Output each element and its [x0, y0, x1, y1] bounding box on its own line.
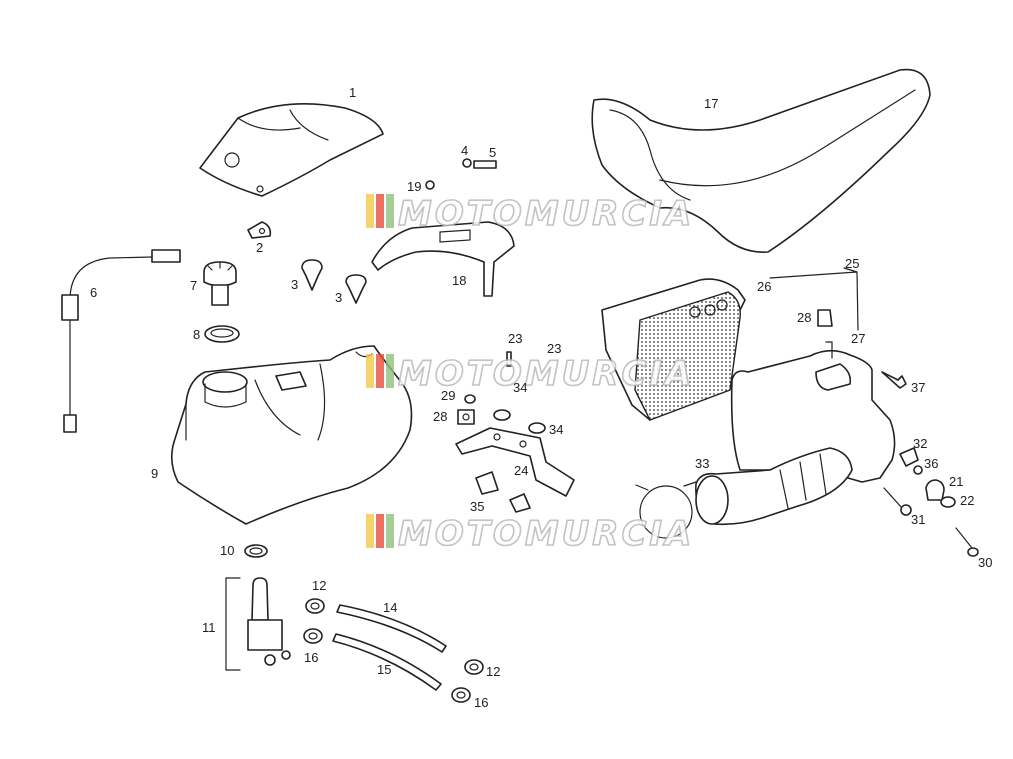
label-16b: 16	[474, 695, 488, 710]
part-clip-35b	[509, 493, 531, 513]
label-1: 1	[349, 85, 356, 100]
part-washer-29	[464, 394, 476, 404]
part-wire-clamp	[635, 481, 697, 539]
part-grommet-21	[925, 479, 945, 501]
label-12a: 12	[312, 578, 326, 593]
part-bolt-37	[881, 371, 907, 389]
part-clamp-12b	[464, 659, 484, 675]
part-nut-36	[913, 465, 923, 475]
part-clip-32	[899, 447, 919, 467]
watermark-middle: MOTOMURCIA	[366, 353, 694, 395]
label-7: 7	[190, 278, 197, 293]
label-31: 31	[911, 512, 925, 527]
label-32: 32	[913, 436, 927, 451]
part-fuel-cap-7	[203, 261, 237, 306]
part-intake-boot-33	[695, 447, 853, 526]
label-18: 18	[452, 273, 466, 288]
label-37: 37	[911, 380, 925, 395]
part-airbox-27	[730, 341, 896, 483]
label-23a: 23	[508, 331, 522, 346]
part-washer-22	[940, 496, 956, 508]
watermark-bottom: MOTOMURCIA	[366, 513, 694, 555]
label-2: 2	[256, 240, 263, 255]
part-nut-19	[425, 180, 435, 190]
part-air-filter-26	[601, 278, 746, 421]
part-clip-28b	[817, 309, 833, 327]
part-bracket-24	[455, 427, 575, 497]
leader-lines	[769, 267, 859, 331]
label-17: 17	[704, 96, 718, 111]
label-11: 11	[202, 620, 216, 635]
label-33: 33	[695, 456, 709, 471]
label-5: 5	[489, 145, 496, 160]
part-hose-15	[332, 633, 442, 691]
label-16a: 16	[304, 650, 318, 665]
part-buffer-3a	[301, 259, 323, 291]
part-tank-cover	[199, 102, 384, 197]
part-bracket-18	[371, 221, 515, 297]
label-4: 4	[461, 143, 468, 158]
part-screw-31	[883, 487, 912, 516]
label-14: 14	[383, 600, 397, 615]
part-labels: 1 2 3 3 4 5 6 7 8 9 10 11 12 12 14 15 16…	[90, 85, 992, 710]
part-buffer-3b	[345, 274, 367, 304]
label-8: 8	[193, 327, 200, 342]
part-washer-34b	[528, 422, 546, 434]
part-clamp-12a	[305, 598, 325, 614]
part-bolt-23a	[506, 351, 512, 367]
label-28b: 28	[797, 310, 811, 325]
label-34b: 34	[549, 422, 563, 437]
label-12b: 12	[486, 664, 500, 679]
watermark-text: MOTOMURCIA	[398, 194, 694, 234]
label-29: 29	[441, 388, 455, 403]
label-26: 26	[757, 279, 771, 294]
label-10: 10	[220, 543, 234, 558]
label-24: 24	[514, 463, 528, 478]
label-34a: 34	[513, 380, 527, 395]
part-fuel-sensor-6	[61, 249, 181, 433]
part-washer-34a	[493, 409, 511, 421]
label-22: 22	[960, 493, 974, 508]
label-6: 6	[90, 285, 97, 300]
label-3b: 3	[335, 290, 342, 305]
part-clip-35a	[475, 471, 499, 495]
part-clamp-16b	[451, 687, 471, 703]
part-bolt-5	[473, 160, 497, 169]
watermark-text: MOTOMURCIA	[398, 354, 694, 394]
part-fuel-tank-9	[170, 345, 413, 525]
label-15: 15	[377, 662, 391, 677]
part-seat-17	[591, 68, 931, 253]
label-30: 30	[978, 555, 992, 570]
part-hose-14	[336, 604, 447, 653]
label-9: 9	[151, 466, 158, 481]
part-nut-4	[462, 158, 472, 168]
part-seal-ring-8	[204, 325, 240, 343]
label-25: 25	[845, 256, 859, 271]
label-27: 27	[851, 331, 865, 346]
watermark-top: MOTOMURCIA	[366, 193, 694, 235]
label-35: 35	[470, 499, 484, 514]
part-clamp-10	[244, 544, 268, 558]
label-36: 36	[924, 456, 938, 471]
label-23b: 23	[547, 341, 561, 356]
part-fuel-tap-11	[225, 577, 291, 671]
label-28: 28	[433, 409, 447, 424]
watermark-text: MOTOMURCIA	[398, 514, 694, 554]
part-bolt-30	[955, 527, 979, 557]
part-clip-28	[457, 409, 475, 425]
label-21: 21	[949, 474, 963, 489]
label-3a: 3	[291, 277, 298, 292]
label-19: 19	[407, 179, 421, 194]
part-clamp-16a	[303, 628, 323, 644]
part-bracket-2	[247, 221, 272, 239]
